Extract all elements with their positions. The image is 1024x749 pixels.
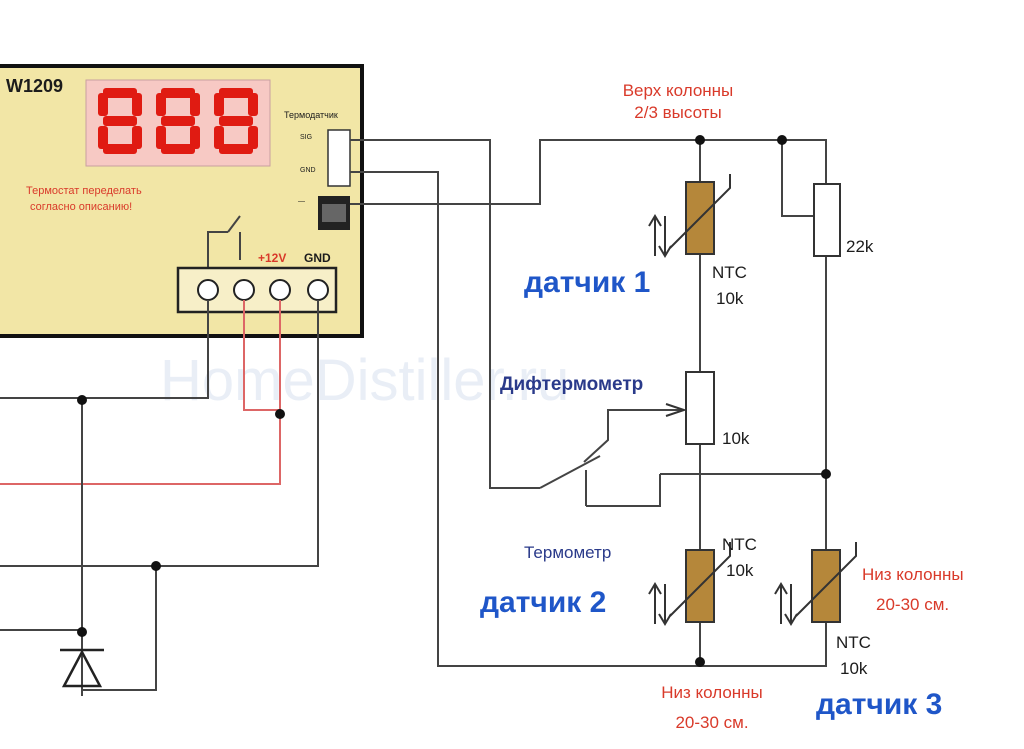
diode-icon: [60, 648, 104, 688]
display-segment: [219, 144, 253, 154]
sensor-connector: [327, 129, 351, 187]
module-note-line2: согласно описанию!: [30, 201, 132, 213]
display-value: 888: [0, 0, 2, 1]
bottom-right-line2: 20-30 см.: [876, 595, 949, 614]
display-segment: [248, 93, 258, 116]
display-segment: [219, 88, 253, 98]
temp-arrows-icon: [648, 214, 672, 258]
top-label-line2: 2/3 высоты: [634, 103, 721, 122]
sensor3-label: датчик 3: [816, 688, 942, 721]
sensor-header-label: Термодатчик: [284, 110, 338, 120]
ntc3-value: 10k: [840, 659, 868, 678]
display-segment: [190, 126, 200, 149]
pin-sig-label: SIG: [300, 134, 312, 141]
ntc1-type: NTC: [712, 263, 747, 282]
display-segment: [132, 126, 142, 149]
sensor1-label: датчик 1: [524, 266, 650, 299]
difthermometer-label: Дифтермометр: [500, 374, 643, 395]
ntc-sensor-2: [648, 542, 731, 626]
display-segment: [190, 93, 200, 116]
seven-segment-display: [98, 88, 258, 154]
w1209-module: W1209 888 Термостат переделать согласно …: [0, 0, 364, 338]
display-segment: [103, 144, 137, 154]
display-segment: [248, 126, 258, 149]
power-gnd-label: GND: [304, 251, 331, 265]
display-segment: [214, 126, 224, 149]
trimmer-resistor: [813, 183, 841, 257]
terminal-screw-1: [197, 279, 219, 301]
display-segment: [103, 88, 137, 98]
relay-contact-icon: [207, 215, 241, 268]
display-segment: [161, 88, 195, 98]
display-segment: [103, 116, 137, 126]
display-segment: [156, 126, 166, 149]
display-segment: [98, 126, 108, 149]
sensor2-label: датчик 2: [480, 586, 606, 619]
display-segment: [156, 93, 166, 116]
trimmer-value: 22k: [846, 237, 874, 256]
pin-nc-label: —: [298, 198, 305, 205]
difthermometer-pot: [685, 371, 715, 445]
thermometer-label: Термометр: [524, 543, 611, 562]
pin-gnd-label: GND: [300, 167, 316, 174]
temp-arrows-icon: [774, 582, 798, 626]
terminal-screw-2: [233, 279, 255, 301]
sensor-wiring: [350, 135, 831, 667]
ntc1-value: 10k: [716, 289, 744, 308]
bottom-mid-line2: 20-30 см.: [675, 713, 748, 732]
watermark-text: HomeDistiller.ru: [160, 348, 569, 413]
display-segment: [161, 144, 195, 154]
ntc-sensor-1: [648, 174, 731, 258]
power-plus-label: +12V: [258, 251, 286, 265]
display-segment: [98, 93, 108, 116]
ntc2-value: 10k: [726, 561, 754, 580]
terminal-screw-4: [307, 279, 329, 301]
module-model: W1209: [6, 76, 63, 96]
left-wiring: [0, 300, 319, 696]
display-segment: [161, 116, 195, 126]
terminal-screw-3: [269, 279, 291, 301]
ntc-sensor-3: [774, 542, 857, 626]
bottom-right-line1: Низ колонны: [862, 565, 964, 584]
top-label-line1: Верх колонны: [623, 81, 734, 100]
module-note-line1: Термостат переделать: [26, 185, 142, 197]
ntc3-type: NTC: [836, 633, 871, 652]
pot-value: 10k: [722, 429, 750, 448]
display-segment: [214, 93, 224, 116]
display-segment: [219, 116, 253, 126]
ntc2-type: NTC: [722, 535, 757, 554]
bottom-mid-line1: Низ колонны: [661, 683, 763, 702]
temp-arrows-icon: [648, 582, 672, 626]
display-segment: [132, 93, 142, 116]
